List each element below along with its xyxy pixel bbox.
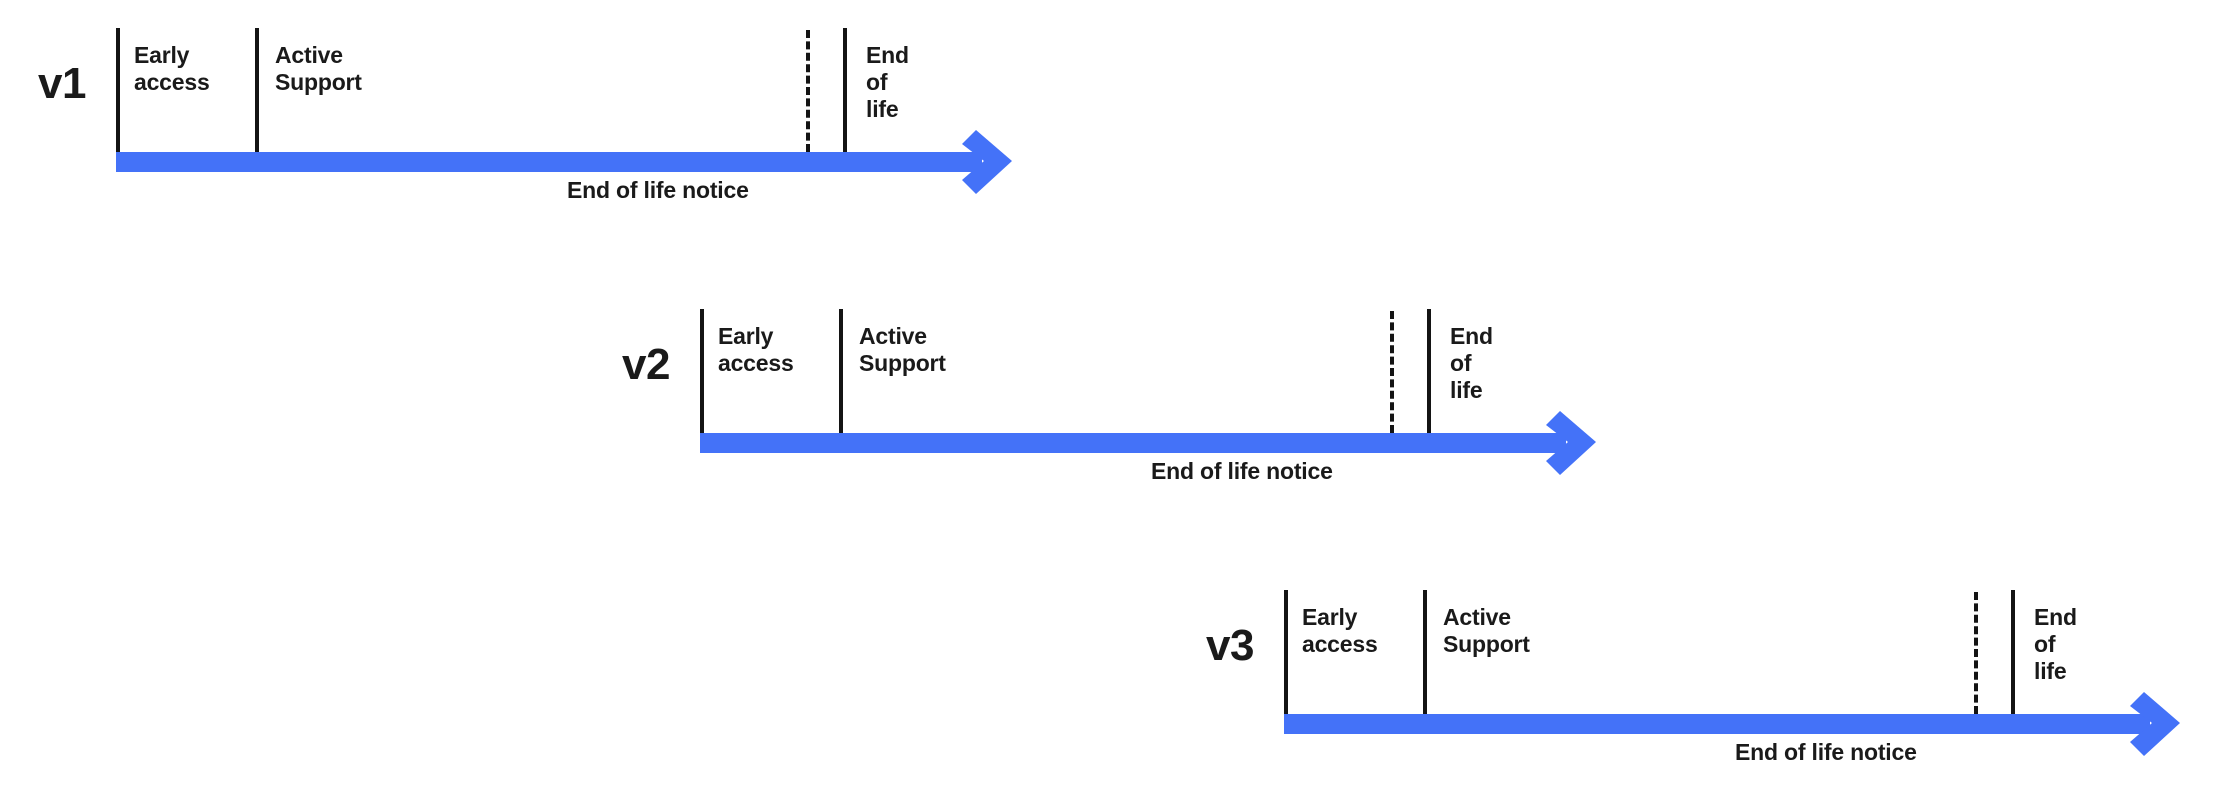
phase-label-early-access-v2: Early access — [718, 323, 794, 377]
phase-label-end-of-life-v2: End of life — [1450, 323, 1493, 404]
phase-label-active-support-v3: Active Support — [1443, 604, 1530, 658]
phase-divider-end-of-life-start-v2 — [1427, 309, 1431, 433]
end-of-life-notice-label-v2: End of life notice — [1151, 458, 1333, 484]
phase-label-early-access-v3: Early access — [1302, 604, 1378, 658]
phase-divider-active-support-start-v2 — [839, 309, 843, 433]
lifecycle-track-v3 — [1284, 714, 2150, 734]
phase-divider-early-access-start-v1 — [116, 28, 120, 152]
end-of-life-notice-marker-v3 — [1974, 592, 1978, 714]
phase-divider-end-of-life-start-v3 — [2011, 590, 2015, 714]
phase-label-active-support-v2: Active Support — [859, 323, 946, 377]
end-of-life-notice-label-v3: End of life notice — [1735, 739, 1917, 765]
arrow-right-icon-v2 — [1546, 411, 1596, 475]
phase-divider-early-access-start-v3 — [1284, 590, 1288, 714]
version-label-v2: v2 — [622, 340, 670, 389]
phase-divider-active-support-start-v3 — [1423, 590, 1427, 714]
phase-divider-end-of-life-start-v1 — [843, 28, 847, 152]
lifecycle-track-v2 — [700, 433, 1566, 453]
phase-label-end-of-life-v3: End of life — [2034, 604, 2077, 685]
phase-label-early-access-v1: Early access — [134, 42, 210, 96]
phase-label-active-support-v1: Active Support — [275, 42, 362, 96]
lifecycle-track-v1 — [116, 152, 982, 172]
version-label-v3: v3 — [1206, 621, 1254, 670]
version-label-v1: v1 — [38, 59, 86, 108]
arrow-right-icon-v3 — [2130, 692, 2180, 756]
phase-label-end-of-life-v1: End of life — [866, 42, 909, 123]
phase-divider-active-support-start-v1 — [255, 28, 259, 152]
end-of-life-notice-marker-v1 — [806, 30, 810, 152]
end-of-life-notice-label-v1: End of life notice — [567, 177, 749, 203]
phase-divider-early-access-start-v2 — [700, 309, 704, 433]
end-of-life-notice-marker-v2 — [1390, 311, 1394, 433]
arrow-right-icon-v1 — [962, 130, 1012, 194]
